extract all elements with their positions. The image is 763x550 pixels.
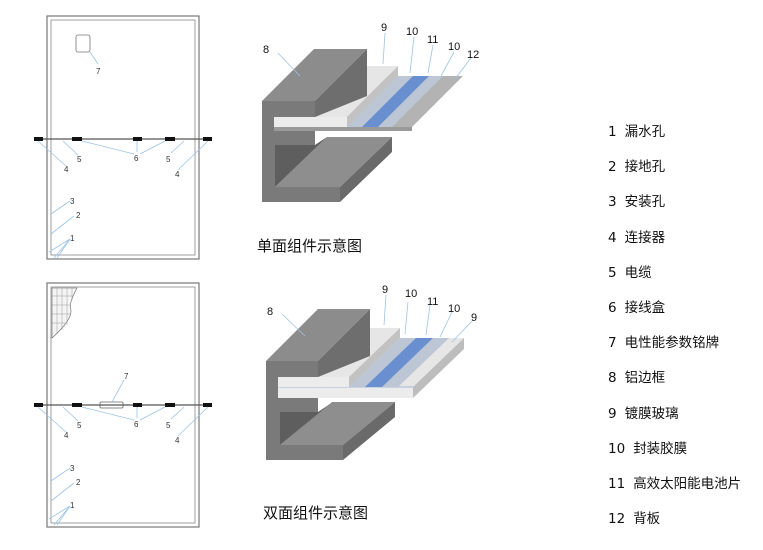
legend-item: 7 电性能参数铭牌 xyxy=(608,331,741,366)
label-10: 10 xyxy=(448,41,460,53)
label-6: 6 xyxy=(134,154,139,163)
legend-text: 接地孔 xyxy=(624,159,666,176)
legend-text: 11 xyxy=(608,475,626,492)
label-4: 4 xyxy=(175,170,180,179)
label-3: 3 xyxy=(70,464,75,473)
legend-text: 7 xyxy=(608,335,617,352)
legend-item: 4 连接器 xyxy=(608,226,741,261)
legend-text: 9 xyxy=(608,405,617,422)
legend-item: 10 封装胶膜 xyxy=(608,437,741,472)
legend-text: 高效太阳能电池片 xyxy=(633,475,742,492)
label-8: 8 xyxy=(267,306,273,318)
cell-grid-cutout xyxy=(51,287,78,339)
legend-text: 镀膜玻璃 xyxy=(624,405,679,422)
legend-text: 2 xyxy=(608,159,617,176)
label-7: 7 xyxy=(124,372,129,381)
single-module-back-view: 7 4 5 6 5 4 3 2 1 xyxy=(34,15,212,260)
legend-text: 背板 xyxy=(633,511,661,528)
label-4: 4 xyxy=(64,431,69,440)
legend-text: 3 xyxy=(608,194,617,211)
legend-text: 接线盒 xyxy=(624,299,666,316)
solar-cell xyxy=(362,76,429,127)
label-5: 5 xyxy=(166,421,171,430)
label-5: 5 xyxy=(166,155,171,164)
legend-text: 安装孔 xyxy=(624,194,666,211)
legend-item: 9 镀膜玻璃 xyxy=(608,402,741,437)
single-module-section: 8 9 10 11 10 12 xyxy=(262,22,479,202)
label-10: 10 xyxy=(448,303,460,315)
double-caption: 双面组件示意图 xyxy=(263,504,369,522)
legend-text: 6 xyxy=(608,299,617,316)
label-5: 5 xyxy=(77,155,82,164)
label-4: 4 xyxy=(64,165,69,174)
connector xyxy=(34,137,43,141)
legend-text: 漏水孔 xyxy=(624,124,666,140)
legend-text: 5 xyxy=(608,264,617,281)
label-8: 8 xyxy=(263,44,269,56)
label-3: 3 xyxy=(70,197,75,206)
label-11: 11 xyxy=(427,296,438,308)
legend-text: 电性能参数铭牌 xyxy=(624,335,720,352)
label-12: 12 xyxy=(467,49,479,61)
legend-item: 1 漏水孔 xyxy=(608,120,741,155)
legend-text: 1 xyxy=(608,124,617,140)
nameplate xyxy=(75,34,91,53)
legend-item: 8 铝边框 xyxy=(608,366,741,401)
single-caption: 单面组件示意图 xyxy=(257,237,363,255)
legend-text: 12 xyxy=(608,511,626,528)
label-6: 6 xyxy=(134,420,139,429)
double-module-back-view: 7 4 5 6 5 4 3 2 1 xyxy=(34,282,212,528)
junction-box xyxy=(165,137,175,141)
legend-text: 10 xyxy=(608,440,626,457)
label-4: 4 xyxy=(175,436,180,445)
label-1: 1 xyxy=(70,234,75,243)
junction-box xyxy=(133,137,142,141)
label-5: 5 xyxy=(77,421,82,430)
label-9: 9 xyxy=(382,284,388,296)
legend-text: 4 xyxy=(608,229,617,246)
label-10: 10 xyxy=(405,288,417,300)
legend-text: 电缆 xyxy=(624,264,652,281)
legend-item: 2 接地孔 xyxy=(608,155,741,190)
legend-text: 连接器 xyxy=(624,229,666,246)
legend-text: 8 xyxy=(608,370,617,387)
legend-item: 6 接线盒 xyxy=(608,296,741,331)
legend-item: 11 高效太阳能电池片 xyxy=(608,472,741,507)
connector xyxy=(203,137,212,141)
legend-text: 封装胶膜 xyxy=(633,440,688,457)
legend-item: 12 背板 xyxy=(608,507,741,542)
label-11: 11 xyxy=(427,34,438,46)
label-9: 9 xyxy=(471,312,477,324)
legend-text: 铝边框 xyxy=(624,370,666,387)
label-9: 9 xyxy=(381,22,387,34)
label-7: 7 xyxy=(96,67,101,76)
junction-box xyxy=(72,137,82,141)
solar-cell xyxy=(365,338,433,387)
label-2: 2 xyxy=(76,478,81,487)
legend-item: 5 电缆 xyxy=(608,261,741,296)
label-2: 2 xyxy=(76,211,81,220)
label-1: 1 xyxy=(70,501,75,510)
legend-item: 3 安装孔 xyxy=(608,190,741,225)
label-10: 10 xyxy=(406,26,418,38)
double-module-section: 8 9 10 11 10 9 xyxy=(266,284,477,460)
